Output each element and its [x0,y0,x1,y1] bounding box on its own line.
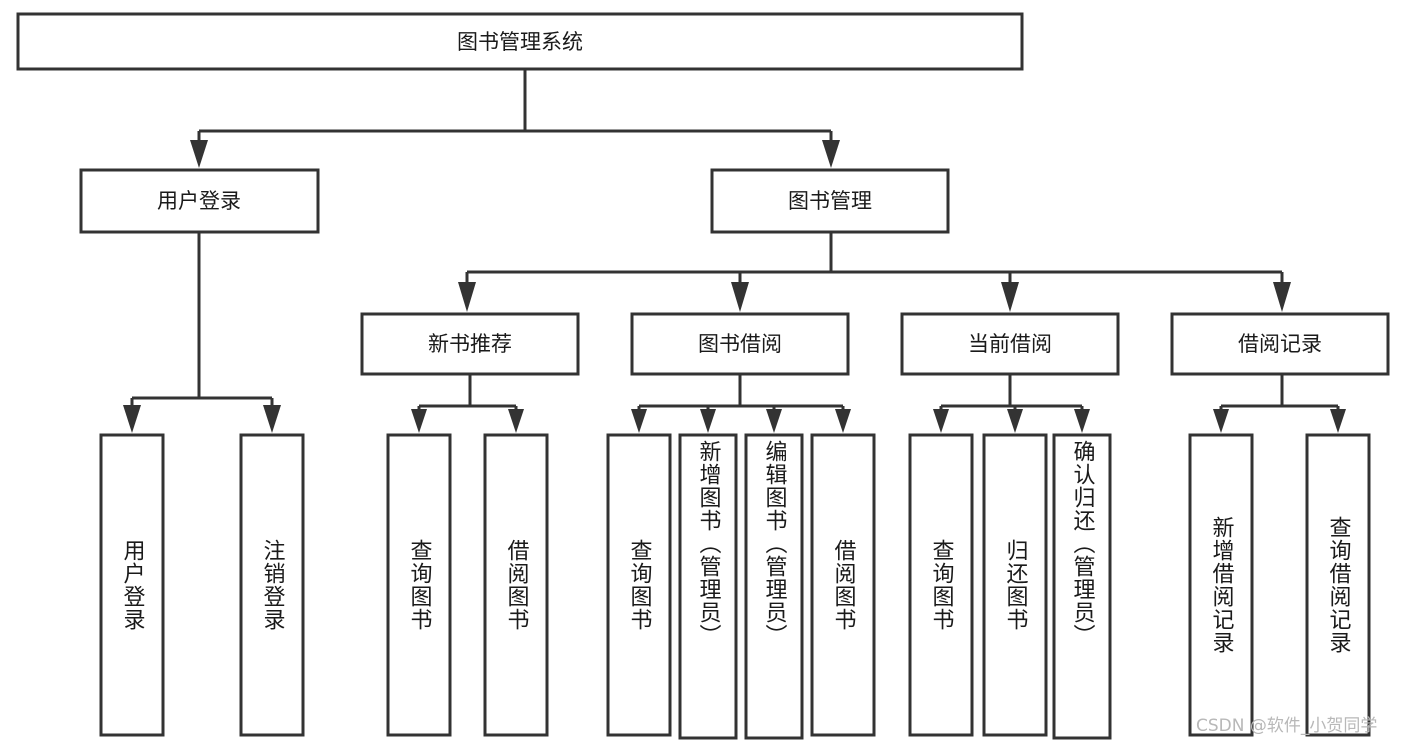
leaf-label-wrap-borrow-book-recommend: 借阅图书 [485,435,547,735]
leaf-label-wrap-logout-login: 注销登录 [241,435,303,735]
arrow-head-book-management [822,140,840,168]
node-book-borrow[interactable] [630,312,850,376]
connector-layer [123,69,1346,433]
node-root-label: 图书管理系统 [457,30,583,54]
node-new-book-recommend[interactable] [360,312,580,376]
leaf-label-user-login: 用户登录 [119,539,145,631]
arrow-head-leaf-query-book-borrow [631,409,647,433]
leaf-box-query-book-recommend[interactable] [386,433,452,737]
leaf-box-return-book[interactable] [982,433,1048,737]
leaf-box-confirm-return-admin[interactable] [1052,433,1112,740]
leaf-label-return-book: 归还图书 [1002,539,1028,631]
arrow-head-leaf-logout-login [263,405,281,433]
leaf-box-query-book-current[interactable] [908,433,974,737]
arrow-head-leaf-add-borrow-record [1213,409,1229,433]
arrow-head-leaf-confirm-return-admin [1074,409,1090,433]
node-user-login[interactable] [79,168,320,234]
node-current-borrow[interactable] [900,312,1120,376]
node-root[interactable] [16,12,1024,71]
arrow-head-current-borrow [1001,282,1019,312]
arrow-head-leaf-query-book-current [933,409,949,433]
leaf-label-wrap-borrow-book: 借阅图书 [812,435,874,735]
node-layer: 图书管理系统 用户登录 图书管理 新书推荐 图书借阅 当前借阅 借阅记录 [16,12,1390,740]
leaf-box-query-book-borrow[interactable] [606,433,672,737]
leaf-label-add-book-admin: 新增图书（管理员） [695,440,721,647]
leaf-label-wrap-query-book-current: 查询图书 [910,435,972,735]
leaf-box-add-borrow-record[interactable] [1188,433,1254,737]
leaf-label-confirm-return-admin: 确认归还（管理员） [1069,440,1095,647]
leaf-label-wrap-return-book: 归还图书 [984,435,1046,735]
node-current-borrow-label: 当前借阅 [968,332,1052,356]
leaf-label-wrap-query-borrow-record: 查询借阅记录 [1307,435,1369,735]
leaf-label-wrap-add-borrow-record: 新增借阅记录 [1190,435,1252,735]
leaf-label-query-book-borrow: 查询图书 [626,539,652,631]
leaf-label-wrap-query-book-recommend: 查询图书 [388,435,450,735]
leaf-label-wrap-confirm-return-admin: 确认归还（管理员） [1054,440,1110,736]
node-new-book-recommend-label: 新书推荐 [428,332,512,356]
leaf-label-query-book-current: 查询图书 [928,539,954,631]
leaf-box-logout-login[interactable] [239,433,305,737]
leaf-box-borrow-book-recommend[interactable] [483,433,549,737]
leaf-box-user-login[interactable] [99,433,165,737]
leaf-label-query-borrow-record: 查询借阅记录 [1325,516,1351,654]
arrow-head-leaf-borrow-book [835,409,851,433]
arrow-head-leaf-return-book [1007,409,1023,433]
arrow-head-leaf-query-book-recommend [411,409,427,433]
node-book-management-label: 图书管理 [788,189,872,213]
leaf-label-logout-login: 注销登录 [259,539,285,631]
arrow-head-leaf-query-borrow-record [1330,409,1346,433]
leaf-label-wrap-edit-book-admin: 编辑图书（管理员） [746,440,802,736]
leaf-label-edit-book-admin: 编辑图书（管理员） [761,440,787,647]
node-book-borrow-label: 图书借阅 [698,332,782,356]
leaf-box-borrow-book[interactable] [810,433,876,737]
arrow-head-borrow-record [1273,282,1291,312]
arrow-head-leaf-add-book-admin [700,409,716,433]
arrow-head-leaf-borrow-book-recommend [508,409,524,433]
leaf-label-wrap-add-book-admin: 新增图书（管理员） [680,440,736,736]
node-book-management[interactable] [710,168,950,234]
leaf-box-add-book-admin[interactable] [678,433,738,740]
leaf-label-borrow-book-recommend: 借阅图书 [503,539,529,631]
leaf-label-add-borrow-record: 新增借阅记录 [1208,516,1234,654]
arrow-head-user-login [190,140,208,168]
arrow-head-leaf-edit-book-admin [766,409,782,433]
leaf-box-edit-book-admin[interactable] [744,433,804,740]
leaf-box-query-borrow-record[interactable] [1305,433,1371,737]
node-borrow-record[interactable] [1170,312,1390,376]
node-user-login-label: 用户登录 [157,189,241,213]
leaf-label-borrow-book: 借阅图书 [830,539,856,631]
leaf-label-wrap-query-book-borrow: 查询图书 [608,435,670,735]
arrow-head-leaf-user-login [123,405,141,433]
leaf-label-query-book-recommend: 查询图书 [406,539,432,631]
arrow-head-book-borrow [731,282,749,312]
node-borrow-record-label: 借阅记录 [1238,332,1322,356]
arrow-head-new-book-recommend [458,282,476,312]
leaf-label-wrap-user-login: 用户登录 [101,435,163,735]
csdn-watermark: CSDN @软件_小贺同学 [1196,716,1377,736]
